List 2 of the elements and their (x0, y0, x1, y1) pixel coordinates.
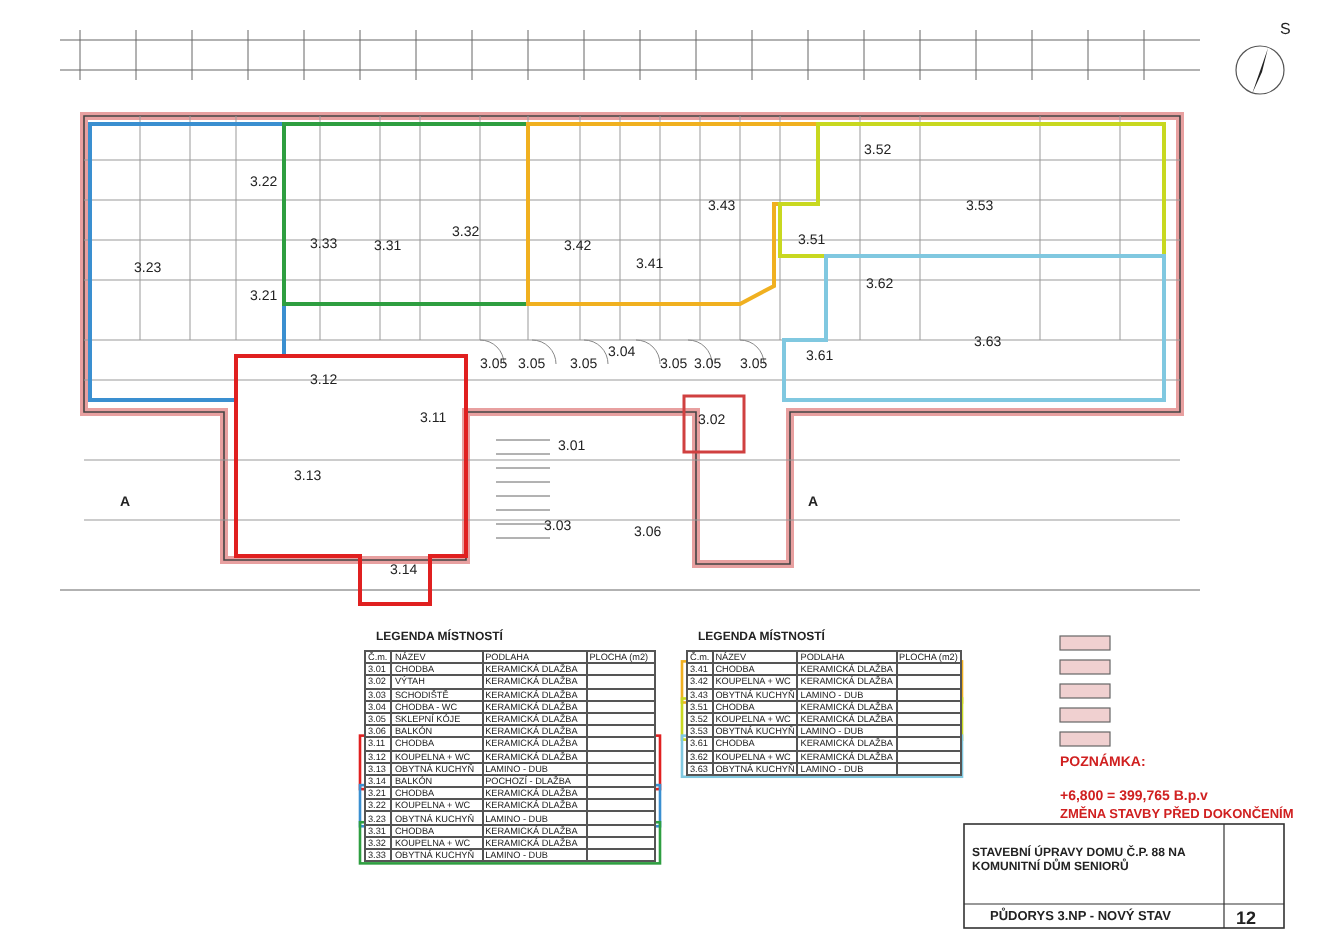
north-label: S (1280, 20, 1291, 38)
drawing-number: 12 (1236, 908, 1257, 928)
